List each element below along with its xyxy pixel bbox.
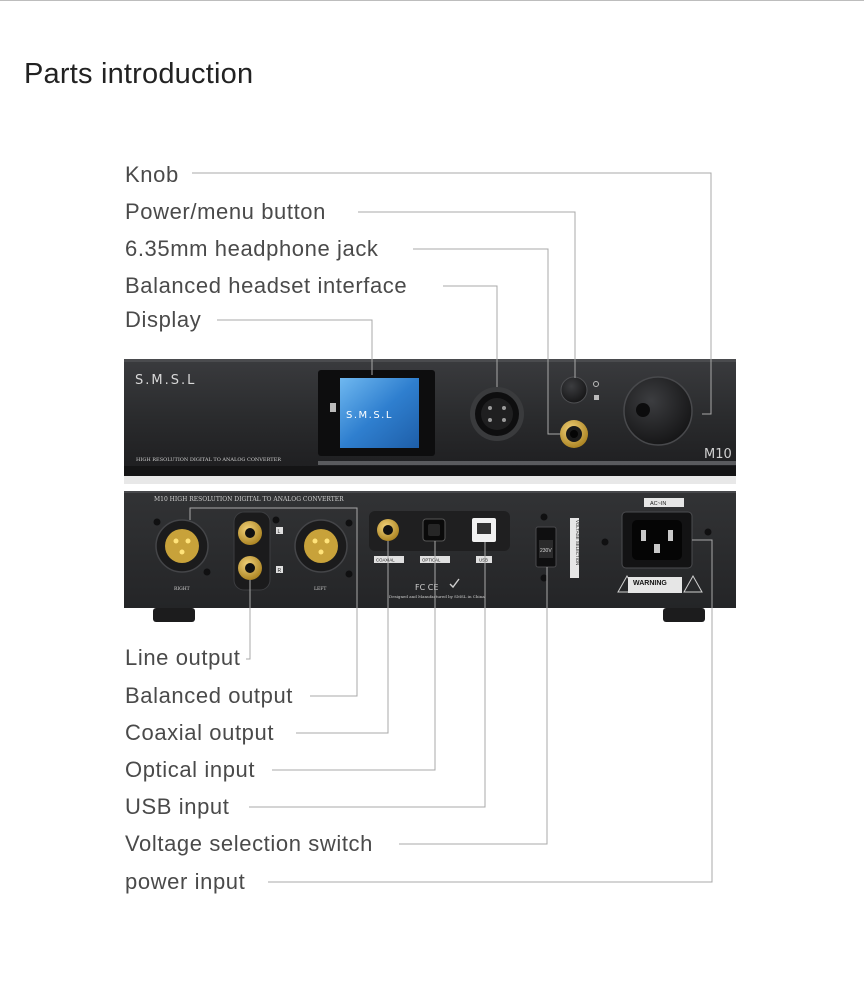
knob-indent: [636, 403, 650, 417]
callout-power-input: power input: [125, 869, 246, 894]
front-chrome-strip: [318, 461, 736, 465]
rear-foot-right: [663, 608, 705, 622]
display-logo: S.M.S.L: [346, 410, 393, 421]
leader-knob: [192, 172, 712, 415]
menu-icon: [594, 395, 599, 400]
leader-power-menu-button: [358, 211, 576, 378]
leader-line-output: [246, 580, 251, 660]
rear-foot-left: [153, 608, 195, 622]
brand-logo: S.M.S.L: [135, 373, 196, 388]
callout-voltage-selection-switch: Voltage selection switch: [125, 831, 373, 856]
leader-optical-input: [272, 541, 436, 771]
model-label: M10: [704, 447, 732, 462]
line-l-label: L: [278, 529, 281, 535]
certification-check-icon: [449, 578, 460, 589]
leader-coaxial-output: [296, 541, 389, 734]
ac-in-label: AC~IN: [650, 501, 666, 507]
cert-marks: FC CE: [415, 583, 438, 592]
leader-usb-input: [249, 542, 486, 808]
callout-optical-input: Optical input: [125, 757, 256, 782]
power-menu-button: [560, 376, 588, 404]
leader-power-input: [268, 539, 713, 883]
callout-line-output: Line output: [125, 645, 241, 670]
leader-voltage-switch: [399, 567, 548, 845]
volume-knob: [623, 376, 693, 446]
callout-coaxial-output: Coaxial output: [125, 720, 275, 745]
front-caption: HIGH RESOLUTION DIGITAL TO ANALOG CONVER…: [136, 457, 281, 463]
leader-display: [217, 319, 373, 375]
leader-balanced-output: [189, 507, 358, 697]
callout-balanced-headset-interface: Balanced headset interface: [125, 273, 408, 298]
warning-label: [628, 577, 682, 593]
display-screen: [340, 378, 419, 448]
callout-power-menu-button: Power/menu button: [125, 199, 326, 224]
manufacturer-note: Designed and Manufactured by SMSL in Chi…: [389, 594, 485, 599]
voltage-selection-label: VOLTAGE SELECTION: [575, 520, 580, 565]
rear-caption: M10 HIGH RESOLUTION DIGITAL TO ANALOG CO…: [154, 496, 344, 503]
power-icon: [593, 381, 599, 387]
warning-triangle-right-icon: [683, 574, 703, 593]
line-r-label: R: [278, 568, 282, 574]
coaxial-label: COAXIAL: [376, 558, 395, 563]
display-indicator: [330, 403, 336, 412]
front-panel: S.M.S.L HIGH RESOLUTION DIGITAL TO ANALO…: [124, 359, 736, 484]
left-port-label: LEFT: [314, 586, 326, 592]
callout-display: Display: [125, 307, 202, 332]
page-title: Parts introduction: [24, 58, 254, 90]
callout-headphone-jack: 6.35mm headphone jack: [125, 236, 379, 261]
leader-balanced-headset: [443, 285, 498, 387]
leader-headphone-jack: [413, 248, 560, 435]
callout-knob: Knob: [125, 162, 179, 187]
warning-text: WARNING: [633, 580, 667, 587]
right-port-label: RIGHT: [174, 586, 190, 592]
top-divider: [0, 0, 864, 1]
leader-lines: [189, 172, 713, 883]
optical-label: OPTICAL: [422, 558, 441, 563]
rear-panel: M10 HIGH RESOLUTION DIGITAL TO ANALOG CO…: [124, 491, 736, 622]
usb-label: USB: [479, 558, 488, 563]
callout-usb-input: USB input: [125, 794, 230, 819]
voltage-value: 230V: [540, 548, 552, 554]
callout-balanced-output: Balanced output: [125, 683, 294, 708]
